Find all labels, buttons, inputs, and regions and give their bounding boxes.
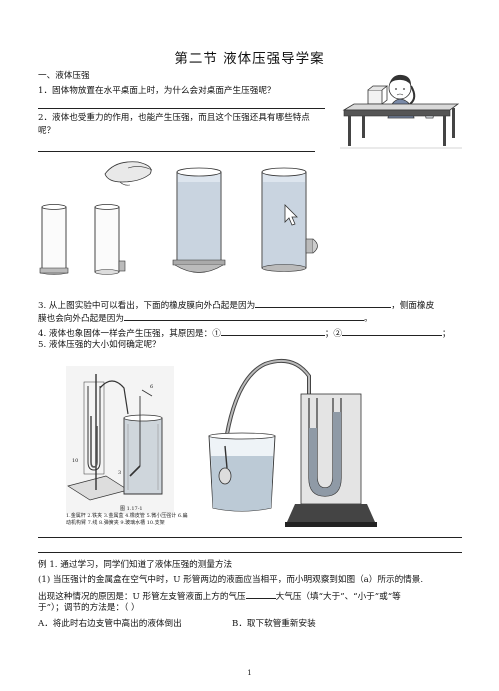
page-number: 1 xyxy=(247,669,252,677)
svg-text:3: 3 xyxy=(118,470,121,476)
example-1-part-2-a: 出现这种情况的原因是：U 形管左支管液面上方的气压 xyxy=(38,592,246,602)
figure-caption: 图 1.17-1 xyxy=(120,506,143,512)
label-6: 6.扁 xyxy=(177,513,188,519)
blank-ex-1[interactable] xyxy=(245,589,276,599)
figure-labels-row-1: 1.金属杆 2.铁夹 3.金属盒 4.橡皮管 5.微小压强计 6.扁 xyxy=(66,513,188,519)
question-3-line-1: 3. 从上图实验中可以看出，下面的橡皮膜向外凸起是因为 ，侧面橡皮 xyxy=(38,298,434,312)
label-10: 9.玻璃水槽 xyxy=(120,520,146,526)
label-9: 8.弹簧夹 xyxy=(98,520,119,526)
blank-4-2[interactable] xyxy=(342,326,443,336)
label-2: 2.铁夹 xyxy=(87,513,103,519)
answer-line-2 xyxy=(38,151,315,152)
blank-3-2[interactable] xyxy=(123,311,364,321)
question-5: 5. 液体压强的大小如何确定呢？ xyxy=(38,340,161,350)
example-1-part-2-b: 大气压（填“大于”、“小于”或“等 xyxy=(275,592,401,602)
question-4-text-b: ；② xyxy=(324,329,343,339)
question-4-text-a: 4. 液体也象固体一样会产生压强，其原因是：① xyxy=(38,329,221,339)
blank-4-1[interactable] xyxy=(220,326,325,336)
example-1-part-3: 于”）；调节的方法是：（ ） xyxy=(38,603,140,613)
example-1-part-2: 出现这种情况的原因是：U 形管左支管液面上方的气压 大气压（填“大于”、“小于”或… xyxy=(38,589,401,603)
question-2-line-1: 2．液体也受重力的作用，也能产生压强，而且这个压强还具有哪些特点 xyxy=(38,113,310,123)
question-3-text-d: 。 xyxy=(363,314,373,324)
question-3-text-a: 3. 从上图实验中可以看出，下面的橡皮膜向外凸起是因为 xyxy=(38,301,256,311)
u-tube-manometer-figure xyxy=(208,359,377,527)
page-title: 第二节 液体压强导学案 xyxy=(174,51,325,67)
example-1-part-1: (1) 当压强计的金属盒在空气中时，U 形管两边的液面应当相平，而小明观察到如图… xyxy=(38,575,424,585)
label-5: 5.微小压强计 xyxy=(146,513,177,519)
section-divider-bottom xyxy=(38,552,462,553)
rubber-membrane-experiment-figure xyxy=(39,161,318,275)
svg-text:10: 10 xyxy=(72,458,78,464)
question-2-line-2: 呢？ xyxy=(38,126,56,136)
label-4: 4.橡皮管 xyxy=(125,513,145,519)
label-3: 3.金属盒 xyxy=(103,513,124,519)
section-divider-top xyxy=(38,537,462,538)
question-4: 4. 液体也象固体一样会产生压强，其原因是：① ；② ； xyxy=(38,326,451,340)
question-3-text-c: 膜也会向外凸起是因为 xyxy=(38,314,124,324)
example-1-heading: 例 1. 通过学习，同学们知道了液体压强的测量方法 xyxy=(38,560,233,570)
blank-3-1[interactable] xyxy=(255,298,392,308)
pressure-gauge-apparatus-figure: 10 6 3 xyxy=(66,366,174,514)
question-4-text-c: ； xyxy=(442,329,451,339)
figure-labels-row-2: 动机构臂 7.线 8.弹簧夹 9.玻璃水槽 10.支架 xyxy=(66,520,186,526)
label-1: 1.金属杆 xyxy=(66,513,86,519)
student-at-desk-illustration xyxy=(340,74,462,149)
svg-text:6: 6 xyxy=(150,384,153,390)
section-heading: 一、液体压强 xyxy=(38,71,90,81)
label-11: 10.支架 xyxy=(146,520,165,526)
label-8: 7.线 xyxy=(87,520,98,526)
question-3-line-2: 膜也会向外凸起是因为 。 xyxy=(38,311,373,325)
answer-line-1 xyxy=(38,108,325,109)
question-1: 1．固体物放置在水平桌面上时，为什么会对桌面产生压强呢？ xyxy=(38,86,276,96)
option-b: B．取下软管重新安装 xyxy=(232,619,316,629)
label-7: 动机构臂 xyxy=(66,520,87,526)
question-3-text-b: ，侧面橡皮 xyxy=(391,301,435,311)
option-a: A．将此时右边支管中高出的液体倒出 xyxy=(38,619,182,629)
